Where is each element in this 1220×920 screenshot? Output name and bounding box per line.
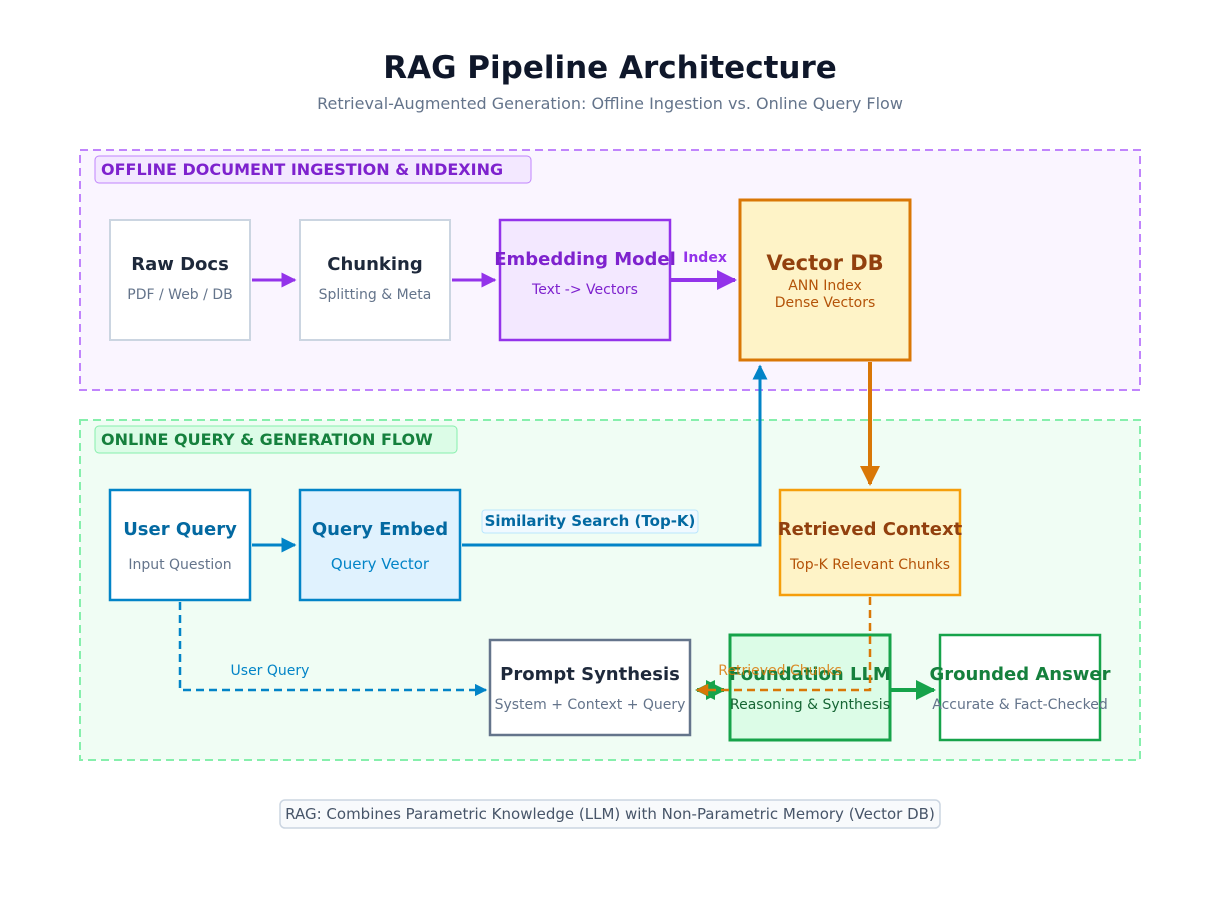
- node-title: Embedding Model: [494, 249, 676, 270]
- node-grounded-answer: Grounded Answer Accurate & Fact-Checked: [929, 633, 1111, 742]
- edge-retrieved-prompt: [695, 597, 872, 697]
- node-subtitle: Splitting & Meta: [319, 287, 432, 303]
- node-line1: ANN Index: [788, 278, 862, 294]
- edge-queryembed-vectordb: [462, 364, 768, 547]
- node-title: Chunking: [327, 254, 423, 275]
- node-subtitle: Accurate & Fact-Checked: [932, 697, 1108, 713]
- node-vector-db: Vector DB ANN Index Dense Vectors: [738, 198, 912, 362]
- node-prompt-synthesis: Prompt Synthesis System + Context + Quer…: [488, 638, 692, 737]
- node-user-query: User Query Input Question: [108, 488, 252, 602]
- online-region-label: ONLINE QUERY & GENERATION FLOW: [101, 430, 433, 449]
- node-title: Prompt Synthesis: [500, 664, 680, 685]
- node-subtitle: Top-K Relevant Chunks: [789, 557, 950, 573]
- node-title: Foundation LLM: [729, 664, 891, 685]
- footer-note: RAG: Combines Parametric Knowledge (LLM)…: [279, 799, 941, 829]
- node-title: Retrieved Context: [778, 519, 963, 540]
- page-subtitle: Retrieval-Augmented Generation: Offline …: [317, 94, 903, 113]
- node-title: Raw Docs: [131, 254, 229, 275]
- node-subtitle: System + Context + Query: [495, 697, 686, 713]
- node-retrieved-context: Retrieved Context Top-K Relevant Chunks: [778, 488, 963, 597]
- node-query-embed: Query Embed Query Vector: [298, 488, 462, 602]
- node-subtitle: PDF / Web / DB: [127, 287, 232, 303]
- node-title: Grounded Answer: [929, 664, 1110, 685]
- edge-userquery-prompt: [178, 602, 488, 697]
- online-region-badge: [94, 425, 458, 454]
- node-subtitle: Input Question: [128, 557, 231, 573]
- edge-label-similarity-search: Similarity Search (Top-K): [485, 512, 696, 530]
- offline-region-badge: [94, 155, 532, 184]
- offline-region-label: OFFLINE DOCUMENT INGESTION & INDEXING: [101, 160, 503, 179]
- node-line2: Dense Vectors: [775, 295, 876, 311]
- edge-label-retrieved-chunks: Retrieved Chunks: [718, 663, 842, 679]
- node-subtitle: Reasoning & Synthesis: [730, 697, 890, 713]
- footer-text: RAG: Combines Parametric Knowledge (LLM)…: [285, 805, 935, 823]
- node-chunking: Chunking Splitting & Meta: [299, 219, 451, 341]
- node-title: User Query: [123, 519, 237, 540]
- node-subtitle: Text -> Vectors: [531, 282, 638, 298]
- node-foundation-llm: Foundation LLM Reasoning & Synthesis: [728, 633, 892, 742]
- node-subtitle: Query Vector: [331, 555, 430, 573]
- edge-label-user-query: User Query: [231, 663, 310, 679]
- page-title: RAG Pipeline Architecture: [383, 50, 837, 86]
- node-raw-docs: Raw Docs PDF / Web / DB: [109, 219, 251, 341]
- node-title: Query Embed: [312, 519, 448, 540]
- edge-label-index: Index: [683, 250, 727, 266]
- node-title: Vector DB: [766, 251, 883, 275]
- node-embedding-model: Embedding Model Text -> Vectors: [494, 218, 676, 342]
- edge-label-similarity-bg: [481, 509, 699, 534]
